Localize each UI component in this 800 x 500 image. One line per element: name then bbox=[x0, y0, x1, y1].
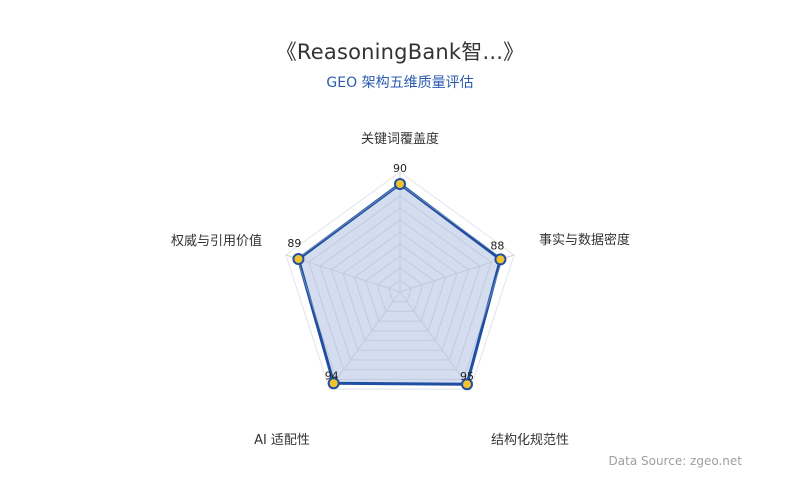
chart-title: 《ReasoningBank智...》 bbox=[275, 40, 525, 64]
grid-ring bbox=[387, 279, 413, 303]
axis-line bbox=[399, 291, 471, 390]
data-point-3[interactable] bbox=[327, 377, 340, 390]
data-point-0[interactable] bbox=[394, 178, 406, 190]
grid-ring bbox=[365, 255, 435, 322]
grid-ring bbox=[319, 207, 481, 361]
data-source-note: Data Source: zgeo.net bbox=[608, 454, 742, 468]
series-area bbox=[296, 182, 502, 386]
series-points[interactable] bbox=[292, 178, 507, 391]
axis-label: 事实与数据密度 bbox=[539, 232, 630, 248]
grid-ring bbox=[296, 183, 504, 380]
grid-ring bbox=[285, 171, 515, 390]
data-point-2[interactable] bbox=[461, 378, 474, 391]
grid-ring bbox=[330, 219, 470, 351]
value-label: 95 bbox=[460, 370, 474, 383]
grid-ring bbox=[308, 195, 492, 371]
axis-label: AI 适配性 bbox=[254, 433, 310, 448]
axis-label: 结构化规范性 bbox=[491, 433, 569, 448]
axis-line bbox=[329, 291, 401, 390]
value-label: 88 bbox=[490, 239, 504, 252]
value-label: 89 bbox=[287, 237, 301, 250]
grid-ring bbox=[342, 231, 458, 342]
radar-axes-overlay bbox=[285, 172, 515, 390]
axis-label: 关键词覆盖度 bbox=[361, 131, 439, 147]
grid-ring bbox=[285, 171, 515, 390]
value-label: 94 bbox=[325, 369, 339, 382]
data-point-4[interactable] bbox=[292, 252, 305, 265]
value-label: 90 bbox=[393, 162, 407, 175]
grid-ring bbox=[353, 243, 447, 332]
chart-subtitle: GEO 架构五维质量评估 bbox=[326, 75, 474, 91]
data-point-1[interactable] bbox=[494, 253, 507, 266]
grid-ring bbox=[376, 267, 424, 312]
radar-grid-overlay bbox=[285, 171, 515, 390]
axis-line bbox=[285, 254, 401, 293]
axis-label: 权威与引用价值 bbox=[171, 233, 262, 249]
value-labels: 90 88 95 94 89 bbox=[287, 162, 504, 383]
